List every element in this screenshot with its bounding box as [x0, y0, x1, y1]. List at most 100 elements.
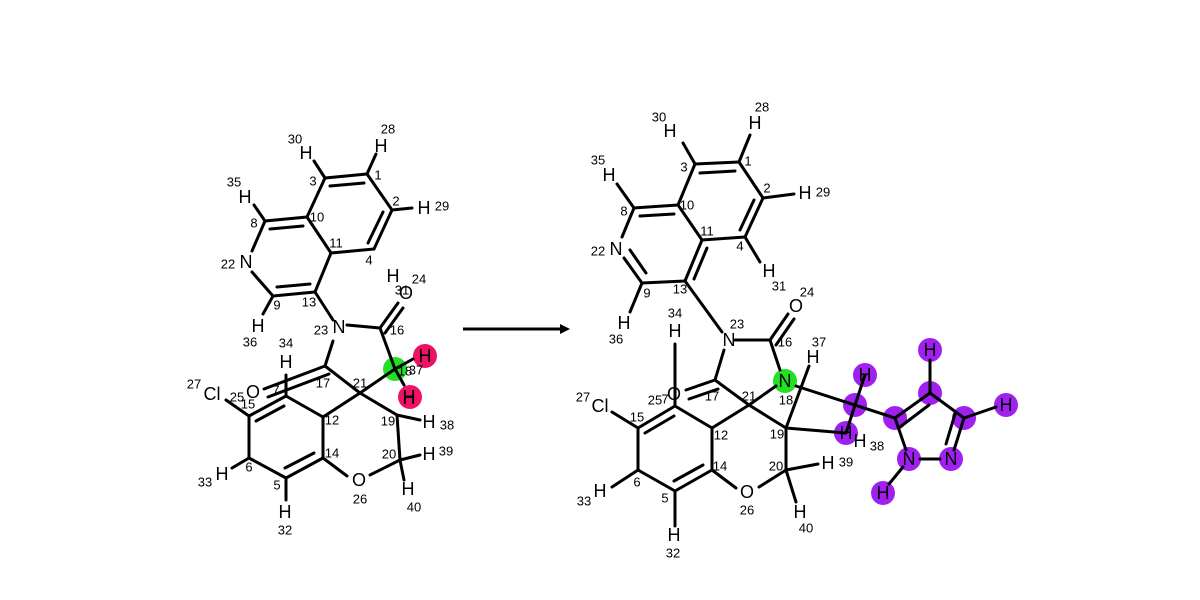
- atom-number: 19: [770, 427, 784, 442]
- bond: [610, 468, 640, 489]
- atom-label: H: [216, 464, 229, 484]
- atom-number: 4: [736, 239, 743, 254]
- atom-number: 31: [772, 279, 786, 294]
- atom-number: 24: [412, 272, 426, 287]
- atom-label: O: [740, 482, 754, 502]
- bond: [768, 312, 790, 342]
- atom-number: 22: [591, 244, 605, 259]
- bond: [252, 203, 267, 223]
- bond: [390, 206, 414, 212]
- atom-number: 17: [705, 389, 719, 404]
- highlight-atom: [897, 447, 921, 471]
- atom-number: 25: [230, 390, 244, 405]
- atom-number: 14: [325, 446, 339, 461]
- bond: [713, 378, 751, 407]
- product-atom-numbers: 30 28 35 3 1 2 29 10 8 11 22 4 9 13 31 2…: [576, 100, 884, 561]
- bond: [962, 405, 998, 420]
- atom-number: 2: [763, 181, 770, 196]
- bond: [743, 196, 765, 239]
- bond: [321, 456, 349, 478]
- bond: [893, 416, 908, 452]
- bond: [622, 256, 644, 285]
- atom-number: 38: [870, 439, 884, 454]
- atom-number: 7: [272, 383, 279, 398]
- bond: [328, 181, 366, 188]
- atom-label: H: [603, 165, 616, 185]
- atom-number: 29: [435, 199, 449, 214]
- atom-label: Cl: [204, 384, 221, 404]
- bond: [366, 210, 385, 245]
- product-atom-labels: H H H H N H O H N H O Cl N H H H H O H H…: [592, 113, 1013, 545]
- bond: [693, 160, 741, 166]
- atom-label: H: [618, 313, 631, 333]
- highlight-pink-atom-37: [413, 344, 437, 368]
- bond: [672, 463, 705, 483]
- atom-number: 40: [799, 521, 813, 536]
- bond: [610, 410, 640, 430]
- atom-label: H: [859, 365, 872, 385]
- atom-label: H: [279, 502, 292, 522]
- bond: [254, 404, 286, 423]
- atom-number: 2: [392, 194, 399, 209]
- bond: [263, 215, 309, 223]
- bond: [853, 373, 867, 407]
- atom-label: O: [789, 296, 803, 316]
- bond: [329, 247, 376, 255]
- bond: [768, 338, 782, 372]
- atom-number: 27: [187, 377, 201, 392]
- atom-number: 9: [643, 286, 650, 301]
- atom-number: 29: [816, 185, 830, 200]
- atom-label: H: [419, 346, 432, 366]
- atom-label: N: [903, 449, 916, 469]
- atom-number: 18: [779, 393, 793, 408]
- bond: [395, 413, 422, 422]
- arrow-head-icon: [560, 324, 570, 334]
- atom-number: 35: [227, 175, 241, 190]
- atom-label: H: [1000, 395, 1013, 415]
- bond: [944, 412, 957, 446]
- atom-label: H: [423, 412, 436, 432]
- bond: [383, 306, 405, 335]
- atom-label: H: [403, 388, 416, 408]
- atom-number: 10: [680, 198, 694, 213]
- atom-number: 1: [374, 168, 381, 183]
- atom-number: 33: [577, 494, 591, 509]
- atom-number: 37: [409, 363, 423, 378]
- bond: [713, 348, 726, 382]
- bond: [710, 468, 738, 490]
- bond: [628, 281, 644, 314]
- atom-number: 4: [365, 253, 372, 268]
- atom-number: 11: [700, 224, 714, 239]
- atom-number: 11: [329, 236, 343, 251]
- atom-label: H: [807, 347, 820, 367]
- atom-number: 31: [395, 283, 409, 298]
- bond: [710, 403, 751, 430]
- bond: [247, 456, 288, 480]
- atom-label: Cl: [592, 396, 609, 416]
- bond: [676, 162, 697, 207]
- atom-label: H: [854, 431, 867, 451]
- bond: [305, 176, 327, 219]
- atom-number: 30: [652, 110, 666, 125]
- atom-number: 26: [740, 503, 754, 518]
- bond: [250, 270, 275, 298]
- highlight-atom: [871, 481, 895, 505]
- bond: [747, 384, 778, 407]
- atom-label: N: [333, 317, 346, 337]
- bond: [620, 206, 636, 239]
- bond: [365, 152, 378, 176]
- bond: [698, 169, 737, 175]
- atom-number: 3: [309, 174, 316, 189]
- highlight-green-atom-18: [773, 369, 797, 393]
- atom-number: 20: [769, 459, 783, 474]
- bond: [284, 456, 325, 480]
- product-bonds: [610, 133, 998, 528]
- atom-label: H: [239, 187, 252, 207]
- bond: [283, 451, 316, 470]
- atom-number: 1: [744, 154, 751, 169]
- reaction-arrow: [463, 324, 570, 334]
- atom-label: H: [840, 423, 853, 443]
- bond: [628, 248, 648, 275]
- atom-number: 24: [800, 285, 814, 300]
- bond: [395, 413, 402, 462]
